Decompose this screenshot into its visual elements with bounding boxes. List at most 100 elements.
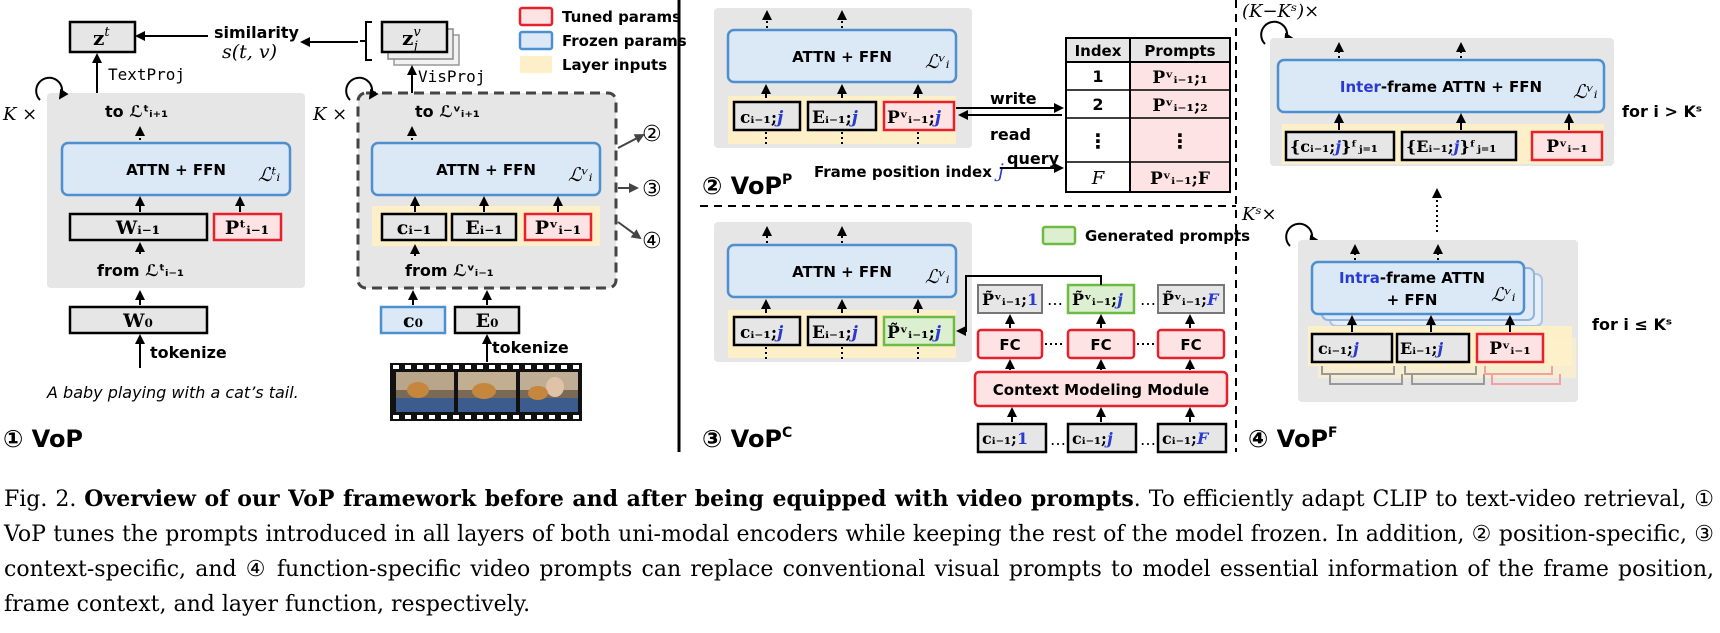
sentence-text: A baby playing with a cat’s tail. bbox=[46, 383, 299, 402]
p4-intra-attn-box bbox=[1310, 260, 1526, 316]
p2-table-index-f: F bbox=[1091, 168, 1106, 189]
p2-table-prompt-dots: ⋮ bbox=[1170, 129, 1190, 153]
legend-generated-label: Generated prompts bbox=[1085, 227, 1250, 245]
p3-patch-label: Eᵢ₋₁;j bbox=[812, 323, 859, 343]
visual-tokenize-label: tokenize bbox=[492, 338, 569, 357]
text-layer-symbol: ℒᵗᵢ bbox=[258, 164, 280, 186]
p3-input-ellipsis-2: … bbox=[1140, 430, 1156, 449]
p2-table-header-index: Index bbox=[1075, 42, 1122, 60]
text-from-prev-layer: from ℒᵗᵢ₋₁ bbox=[97, 261, 184, 280]
visual-bracket bbox=[360, 21, 372, 61]
p3-input-f-label: cᵢ₋₁;F bbox=[1162, 429, 1210, 448]
text-prompt-box bbox=[212, 212, 283, 242]
p3-gen-connector bbox=[956, 275, 1102, 336]
variant-3-marker: ③ bbox=[642, 177, 662, 202]
similarity-formula: s(t, v) bbox=[222, 41, 277, 63]
p4-inter-attn-label: Inter-frame ATTN + FFN bbox=[1340, 78, 1542, 96]
p4-intra-patch-box bbox=[1395, 332, 1471, 364]
panel-vop-f: (K−Kˢ)× Inter-frame ATTN + FFN ℒᵛᵢ {cᵢ₋₁… bbox=[1241, 1, 1702, 453]
p3-gen-prompt-box bbox=[882, 315, 956, 347]
text-embedding-box bbox=[68, 20, 137, 54]
p4-inter-cls-box bbox=[1284, 130, 1396, 162]
visual-from-prev-layer: from ℒᵛᵢ₋₁ bbox=[405, 261, 494, 280]
p2-table-index-2: 2 bbox=[1092, 95, 1103, 114]
p3-gen-prompt-1-label: P̃ᵛᵢ₋₁;1 bbox=[982, 290, 1038, 309]
legend-layer-inputs-label: Layer inputs bbox=[562, 56, 667, 74]
p2-cls-box bbox=[732, 100, 802, 132]
text-tokenize-label: tokenize bbox=[150, 343, 227, 362]
p4-inter-layer-symbol: ℒᵛᵢ bbox=[1573, 81, 1598, 103]
text-to-next-layer: to ℒᵗᵢ₊₁ bbox=[105, 102, 168, 121]
p3-fc-1 bbox=[976, 328, 1044, 360]
legend: Tuned params Frozen params Layer inputs bbox=[518, 6, 687, 74]
visual-loop-label: K × bbox=[312, 104, 347, 125]
panel-vop-f-title: ④ VoPF bbox=[1248, 425, 1338, 453]
p4-intra-cls-label: cᵢ₋₁;j bbox=[1318, 339, 1359, 358]
legend-tuned-label: Tuned params bbox=[562, 8, 681, 26]
p2-table-prompt-f: Pᵛᵢ₋₁;F bbox=[1150, 169, 1210, 189]
visual-cls-label: cᵢ₋₁ bbox=[397, 217, 431, 239]
p3-gen-prompt-f-label: P̃ᵛᵢ₋₁;F bbox=[1162, 290, 1220, 309]
p4-intra-attn-label-2: + FFN bbox=[1387, 291, 1438, 309]
p2-prompt-box bbox=[882, 100, 956, 132]
p4-loop-top-label: (K−Kˢ)× bbox=[1242, 1, 1319, 22]
p2-table-prompt-1: Pᵛᵢ₋₁;₁ bbox=[1152, 68, 1207, 88]
p3-gen-ellipsis-2: … bbox=[1140, 290, 1156, 309]
p3-input-j-label: cᵢ₋₁;j bbox=[1072, 429, 1113, 448]
p3-input-1 bbox=[976, 422, 1048, 454]
p3-input-1-label: cᵢ₋₁;1 bbox=[982, 429, 1028, 448]
p3-input-f bbox=[1156, 422, 1228, 454]
visual-patch-box bbox=[450, 212, 518, 242]
video-frames bbox=[390, 363, 582, 421]
p3-attn-label: ATTN + FFN bbox=[792, 263, 892, 281]
text-attn-ffn-box bbox=[60, 141, 292, 197]
p4-loop-bottom-label: Kˢ× bbox=[1241, 204, 1277, 225]
p4-inter-prompt-box bbox=[1530, 130, 1604, 162]
variant-2-marker: ② bbox=[642, 122, 662, 147]
p4-inter-patch-label: {Eᵢ₋₁;j}ᶠⱼ₌₁ bbox=[1406, 137, 1496, 156]
p4-inter-cls-label: {cᵢ₋₁;j}ᶠⱼ₌₁ bbox=[1290, 137, 1378, 156]
p2-table-index-dots: ⋮ bbox=[1088, 129, 1108, 153]
p2-patch-label: Eᵢ₋₁;j bbox=[812, 108, 859, 128]
p2-patch-box bbox=[806, 100, 878, 132]
text-loop-icon bbox=[35, 76, 69, 101]
p3-input-j bbox=[1066, 422, 1138, 454]
textproj-label: TextProj bbox=[108, 65, 185, 84]
visual-e0-label: E₀ bbox=[476, 310, 499, 332]
figure: Tuned params Frozen params Layer inputs … bbox=[2, 0, 1702, 454]
panel-vop-c: Generated prompts ATTN + FFN ℒᵛᵢ cᵢ₋₁;j … bbox=[702, 222, 1250, 454]
variant-4-marker: ④ bbox=[642, 229, 662, 254]
p4-loop-bottom-icon bbox=[1285, 222, 1319, 247]
p2-table-prompt-2: Pᵛᵢ₋₁;₂ bbox=[1152, 96, 1207, 116]
visual-c0-label: c₀ bbox=[403, 310, 423, 332]
p3-gen-prompt-j-label: P̃ᵛᵢ₋₁;j bbox=[1072, 290, 1123, 309]
p2-attn-label: ATTN + FFN bbox=[792, 48, 892, 66]
visual-layer-symbol: ℒᵛᵢ bbox=[568, 164, 593, 186]
text-w0-box bbox=[68, 305, 209, 335]
figure-caption: Fig. 2. Overview of our VoP framework be… bbox=[4, 482, 1714, 622]
text-attn-ffn-label: ATTN + FFN bbox=[126, 161, 226, 179]
legend-tuned-swatch bbox=[518, 6, 554, 27]
p2-table-header-prompts: Prompts bbox=[1144, 42, 1215, 60]
visual-attn-ffn-label: ATTN + FFN bbox=[436, 161, 536, 179]
p2-read-label: read bbox=[990, 125, 1031, 144]
visual-loop-icon bbox=[345, 76, 379, 101]
legend-layer-inputs-swatch bbox=[520, 56, 552, 73]
text-prompt-label: Pᵗᵢ₋₁ bbox=[225, 217, 269, 239]
p3-cls-box bbox=[732, 315, 802, 347]
text-token-box bbox=[68, 212, 209, 242]
p3-gen-ellipsis-1: … bbox=[1047, 290, 1063, 309]
panel-vop-p: ATTN + FFN ℒᵛᵢ cᵢ₋₁;j Eᵢ₋₁;j Pᵛᵢ₋₁;j wri… bbox=[702, 8, 1231, 200]
p4-loop-top-icon bbox=[1260, 20, 1294, 45]
p2-prompt-label: Pᵛᵢ₋₁;j bbox=[887, 108, 942, 128]
text-w0-label: W₀ bbox=[122, 310, 153, 332]
p3-fc-2-label: FC bbox=[1090, 336, 1111, 354]
legend-frozen-label: Frozen params bbox=[562, 32, 687, 50]
p3-fc-2 bbox=[1066, 328, 1136, 360]
arrow-to-variant-4 bbox=[617, 221, 642, 240]
visual-c0-box bbox=[379, 305, 447, 335]
visual-cls-box bbox=[380, 212, 448, 242]
p3-patch-box bbox=[806, 315, 878, 347]
